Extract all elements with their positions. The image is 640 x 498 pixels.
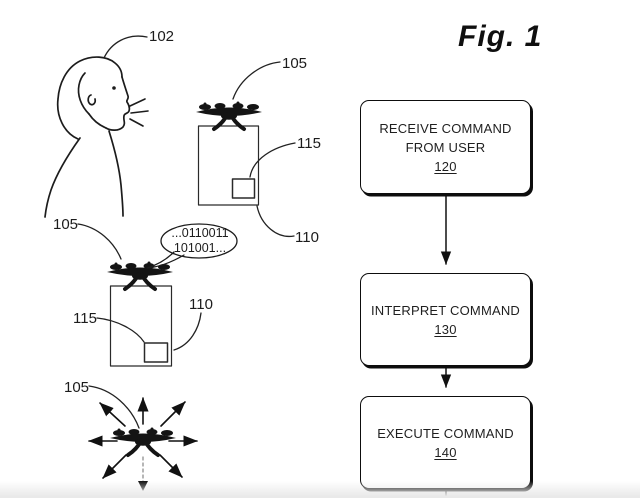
person-torso-left (44, 137, 81, 218)
flow-step-ref: 120 (434, 158, 457, 174)
speech-bubble-tail (146, 254, 185, 269)
ref-label-module-top: 115 (297, 135, 321, 152)
ref-label-drone-mid: 105 (53, 216, 79, 233)
leader-105-mid (77, 223, 122, 260)
down-arrowhead (138, 481, 148, 491)
leader-105-bottom (88, 385, 140, 429)
ref-label-person: 102 (149, 28, 175, 45)
person-hair-outline (56, 56, 123, 140)
leader-115-top (249, 142, 296, 178)
ref-label-drone-bottom: 105 (64, 379, 90, 396)
flow-step-line: FROM USER (405, 139, 486, 155)
top-drone-group (194, 99, 264, 206)
flow-step-interpret-command: INTERPRET COMMAND 130 (360, 273, 531, 366)
person-torso-right (108, 130, 124, 217)
leader-102 (103, 35, 148, 59)
leader-105-top (232, 61, 281, 100)
flow-step-receive-command: RECEIVE COMMAND FROM USER 120 (360, 100, 531, 194)
speech-sound-lines (129, 98, 149, 127)
flow-step-execute-command: EXECUTE COMMAND 140 (360, 396, 531, 489)
flow-step-line: INTERPRET COMMAND (370, 302, 521, 318)
drone-icon (108, 425, 178, 457)
ref-label-drone-top: 105 (282, 55, 308, 72)
ref-label-package-top: 110 (295, 229, 319, 246)
person-ear (87, 94, 97, 106)
person-figure (44, 56, 149, 218)
leader-lines (77, 35, 296, 429)
ref-label-module-mid: 115 (73, 310, 97, 327)
person-jaw-line (88, 113, 107, 129)
drone-icon (105, 259, 175, 291)
module-box (231, 178, 256, 199)
leader-115-mid (96, 317, 145, 343)
bottom-drone-group (88, 397, 198, 491)
binary-speech-text: ...0110011 101001... (161, 226, 239, 256)
figure-title: Fig. 1 (458, 20, 543, 53)
flow-step-ref: 130 (434, 321, 457, 337)
module-box (143, 342, 169, 363)
ref-label-package-mid: 110 (189, 296, 213, 313)
flow-step-line: EXECUTE COMMAND (377, 425, 514, 441)
drone-icon (194, 99, 264, 131)
person-hairline (77, 72, 90, 115)
mid-drone-group (105, 223, 238, 367)
binary-speech-bubble (146, 223, 238, 269)
leader-110-mid (173, 312, 202, 351)
flow-step-ref: 140 (434, 444, 457, 460)
binary-line-2: 101001... (173, 241, 227, 255)
leader-110-top (256, 205, 295, 238)
binary-line-1: ...0110011 (171, 226, 229, 240)
flow-step-line: RECEIVE COMMAND (379, 120, 512, 136)
person-eye (112, 86, 116, 90)
person-face-profile (105, 76, 131, 131)
